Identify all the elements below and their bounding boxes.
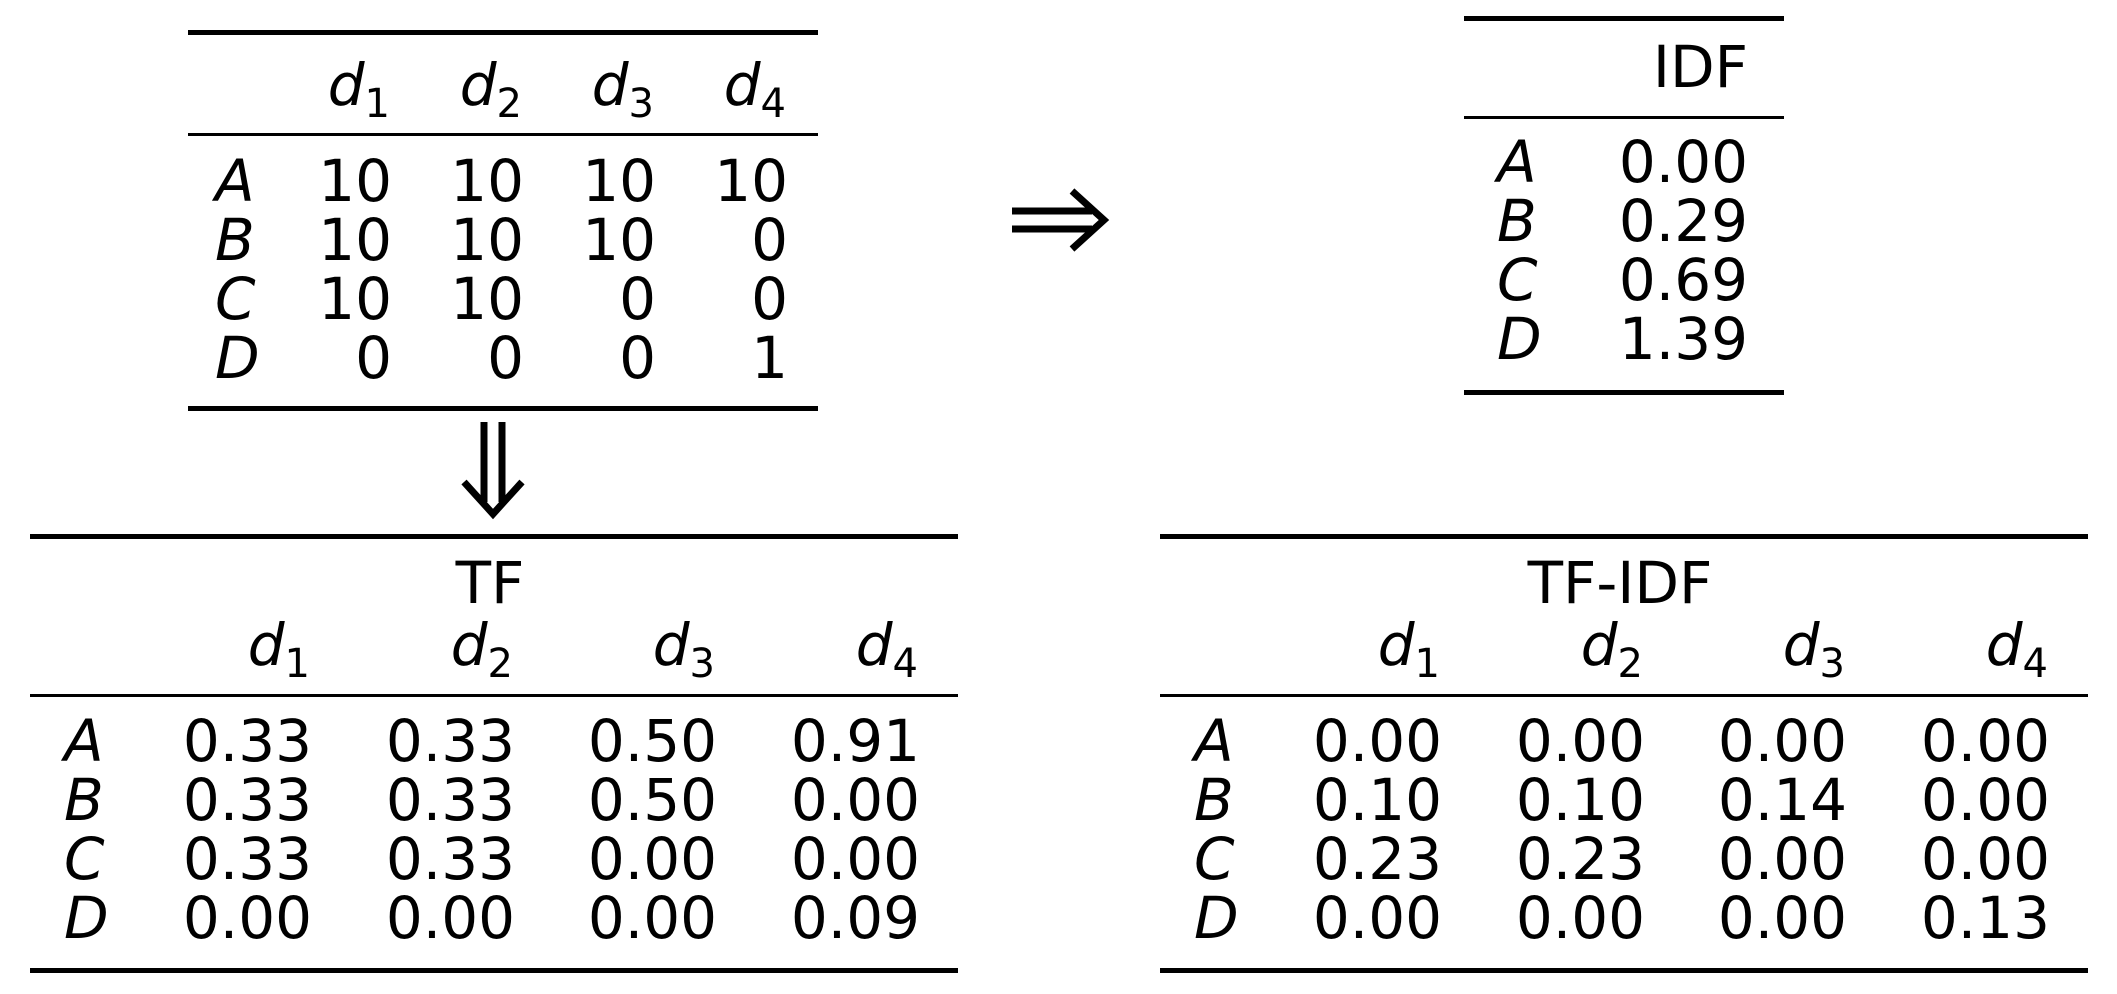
tf-title: TF: [455, 549, 525, 617]
idf-header: IDF: [1652, 33, 1748, 101]
tfidf-title: TF-IDF: [1527, 549, 1713, 617]
tf-cell: 0.33: [385, 825, 515, 893]
idf-top-rule: [1464, 16, 1784, 21]
tf-cell: 0.50: [587, 766, 717, 834]
counts-cell: 0: [487, 324, 524, 392]
counts-cell: 10: [450, 206, 524, 274]
down-arrow-icon: [458, 420, 528, 524]
tfidf-row-label: B: [1194, 766, 1234, 834]
tf-cell: 0.33: [385, 707, 515, 775]
tfidf-cell: 0.00: [1717, 707, 1847, 775]
tf-row-label: B: [64, 766, 104, 834]
right-arrow-icon: [1010, 185, 1110, 259]
idf-value: 0.00: [1618, 128, 1748, 196]
tfidf-cell: 0.23: [1312, 825, 1442, 893]
tf-cell: 0.50: [587, 707, 717, 775]
counts-cell: 10: [450, 265, 524, 333]
tf-col-header-d1: d1: [247, 611, 310, 687]
tfidf-row-label: D: [1194, 884, 1239, 952]
tf-mid-rule: [30, 694, 958, 697]
idf-value: 1.39: [1618, 305, 1748, 373]
tf-cell: 0.33: [385, 766, 515, 834]
idf-row-label: A: [1497, 128, 1537, 196]
tfidf-cell: 0.00: [1515, 707, 1645, 775]
counts-col-header-d1: d1: [327, 51, 390, 127]
tfidf-cell: 0.00: [1515, 884, 1645, 952]
counts-row-label: D: [215, 324, 260, 392]
tf-top-rule: [30, 534, 958, 539]
idf-value: 0.69: [1618, 246, 1748, 314]
tf-cell: 0.00: [385, 884, 515, 952]
counts-cell: 10: [450, 147, 524, 215]
idf-mid-rule: [1464, 116, 1784, 119]
tf-bottom-rule: [30, 968, 958, 973]
tfidf-cell: 0.13: [1920, 884, 2050, 952]
tfidf-col-header-d2: d2: [1580, 611, 1643, 687]
idf-value: 0.29: [1618, 187, 1748, 255]
tf-row-label: A: [64, 707, 104, 775]
tfidf-cell: 0.00: [1312, 884, 1442, 952]
tf-cell: 0.00: [790, 825, 920, 893]
idf-row-label: D: [1497, 305, 1542, 373]
counts-col-header-d2: d2: [459, 51, 522, 127]
counts-col-header-d3: d3: [591, 51, 654, 127]
tfidf-col-header-d4: d4: [1985, 611, 2048, 687]
counts-bottom-rule: [188, 406, 818, 411]
tf-cell: 0.00: [587, 884, 717, 952]
idf-row-label: C: [1497, 246, 1538, 314]
tfidf-row-label: C: [1194, 825, 1235, 893]
tf-row-label: C: [64, 825, 105, 893]
tfidf-cell: 0.00: [1920, 707, 2050, 775]
counts-cell: 1: [751, 324, 788, 392]
tf-cell: 0.33: [182, 766, 312, 834]
counts-row-label: C: [215, 265, 256, 333]
idf-bottom-rule: [1464, 390, 1784, 395]
counts-cell: 10: [714, 147, 788, 215]
idf-row-label: B: [1497, 187, 1537, 255]
tfidf-bottom-rule: [1160, 968, 2088, 973]
tfidf-cell: 0.00: [1717, 884, 1847, 952]
tfidf-cell: 0.10: [1515, 766, 1645, 834]
tf-cell: 0.33: [182, 825, 312, 893]
counts-top-rule: [188, 30, 818, 35]
tfidf-cell: 0.00: [1920, 825, 2050, 893]
tf-cell: 0.00: [790, 766, 920, 834]
tf-cell: 0.91: [790, 707, 920, 775]
tfidf-cell: 0.00: [1920, 766, 2050, 834]
tfidf-top-rule: [1160, 534, 2088, 539]
tf-col-header-d2: d2: [450, 611, 513, 687]
counts-cell: 0: [751, 206, 788, 274]
tf-cell: 0.00: [182, 884, 312, 952]
counts-col-header-d4: d4: [723, 51, 786, 127]
counts-mid-rule: [188, 133, 818, 136]
tfidf-cell: 0.00: [1312, 707, 1442, 775]
tfidf-col-header-d3: d3: [1782, 611, 1845, 687]
counts-cell: 10: [582, 147, 656, 215]
tfidf-cell: 0.23: [1515, 825, 1645, 893]
tfidf-cell: 0.10: [1312, 766, 1442, 834]
counts-cell: 0: [355, 324, 392, 392]
counts-cell: 10: [318, 147, 392, 215]
counts-cell: 10: [582, 206, 656, 274]
counts-cell: 0: [751, 265, 788, 333]
tf-row-label: D: [64, 884, 109, 952]
tf-col-header-d3: d3: [652, 611, 715, 687]
tfidf-cell: 0.14: [1717, 766, 1847, 834]
tf-col-header-d4: d4: [855, 611, 918, 687]
tf-cell: 0.33: [182, 707, 312, 775]
counts-row-label: A: [215, 147, 255, 215]
counts-cell: 0: [619, 265, 656, 333]
tfidf-cell: 0.00: [1717, 825, 1847, 893]
tf-cell: 0.09: [790, 884, 920, 952]
tfidf-col-header-d1: d1: [1377, 611, 1440, 687]
counts-cell: 0: [619, 324, 656, 392]
counts-cell: 10: [318, 206, 392, 274]
counts-row-label: B: [215, 206, 255, 274]
tf-cell: 0.00: [587, 825, 717, 893]
counts-cell: 10: [318, 265, 392, 333]
tfidf-mid-rule: [1160, 694, 2088, 697]
tfidf-row-label: A: [1194, 707, 1234, 775]
